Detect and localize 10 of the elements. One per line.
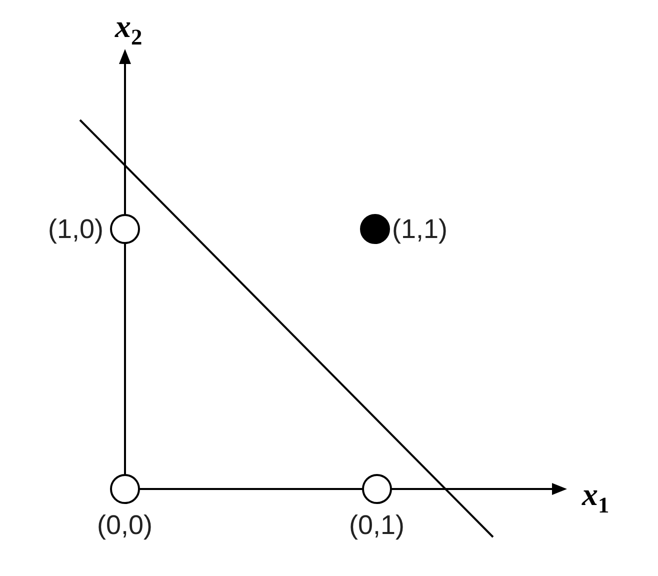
axis-label: x$_{2}$: [115, 10, 142, 49]
coordinate-label: (1,1): [392, 216, 448, 242]
open-data-point: [362, 474, 392, 504]
coordinate-label: (1,0): [48, 216, 104, 242]
open-data-point: [110, 474, 140, 504]
coordinate-label: (0,1): [349, 512, 405, 539]
axis-label: x$_{1}$: [582, 478, 610, 517]
filled-data-point: [360, 214, 390, 244]
open-data-point: [110, 214, 140, 244]
coordinate-label: (0,0): [97, 512, 153, 539]
